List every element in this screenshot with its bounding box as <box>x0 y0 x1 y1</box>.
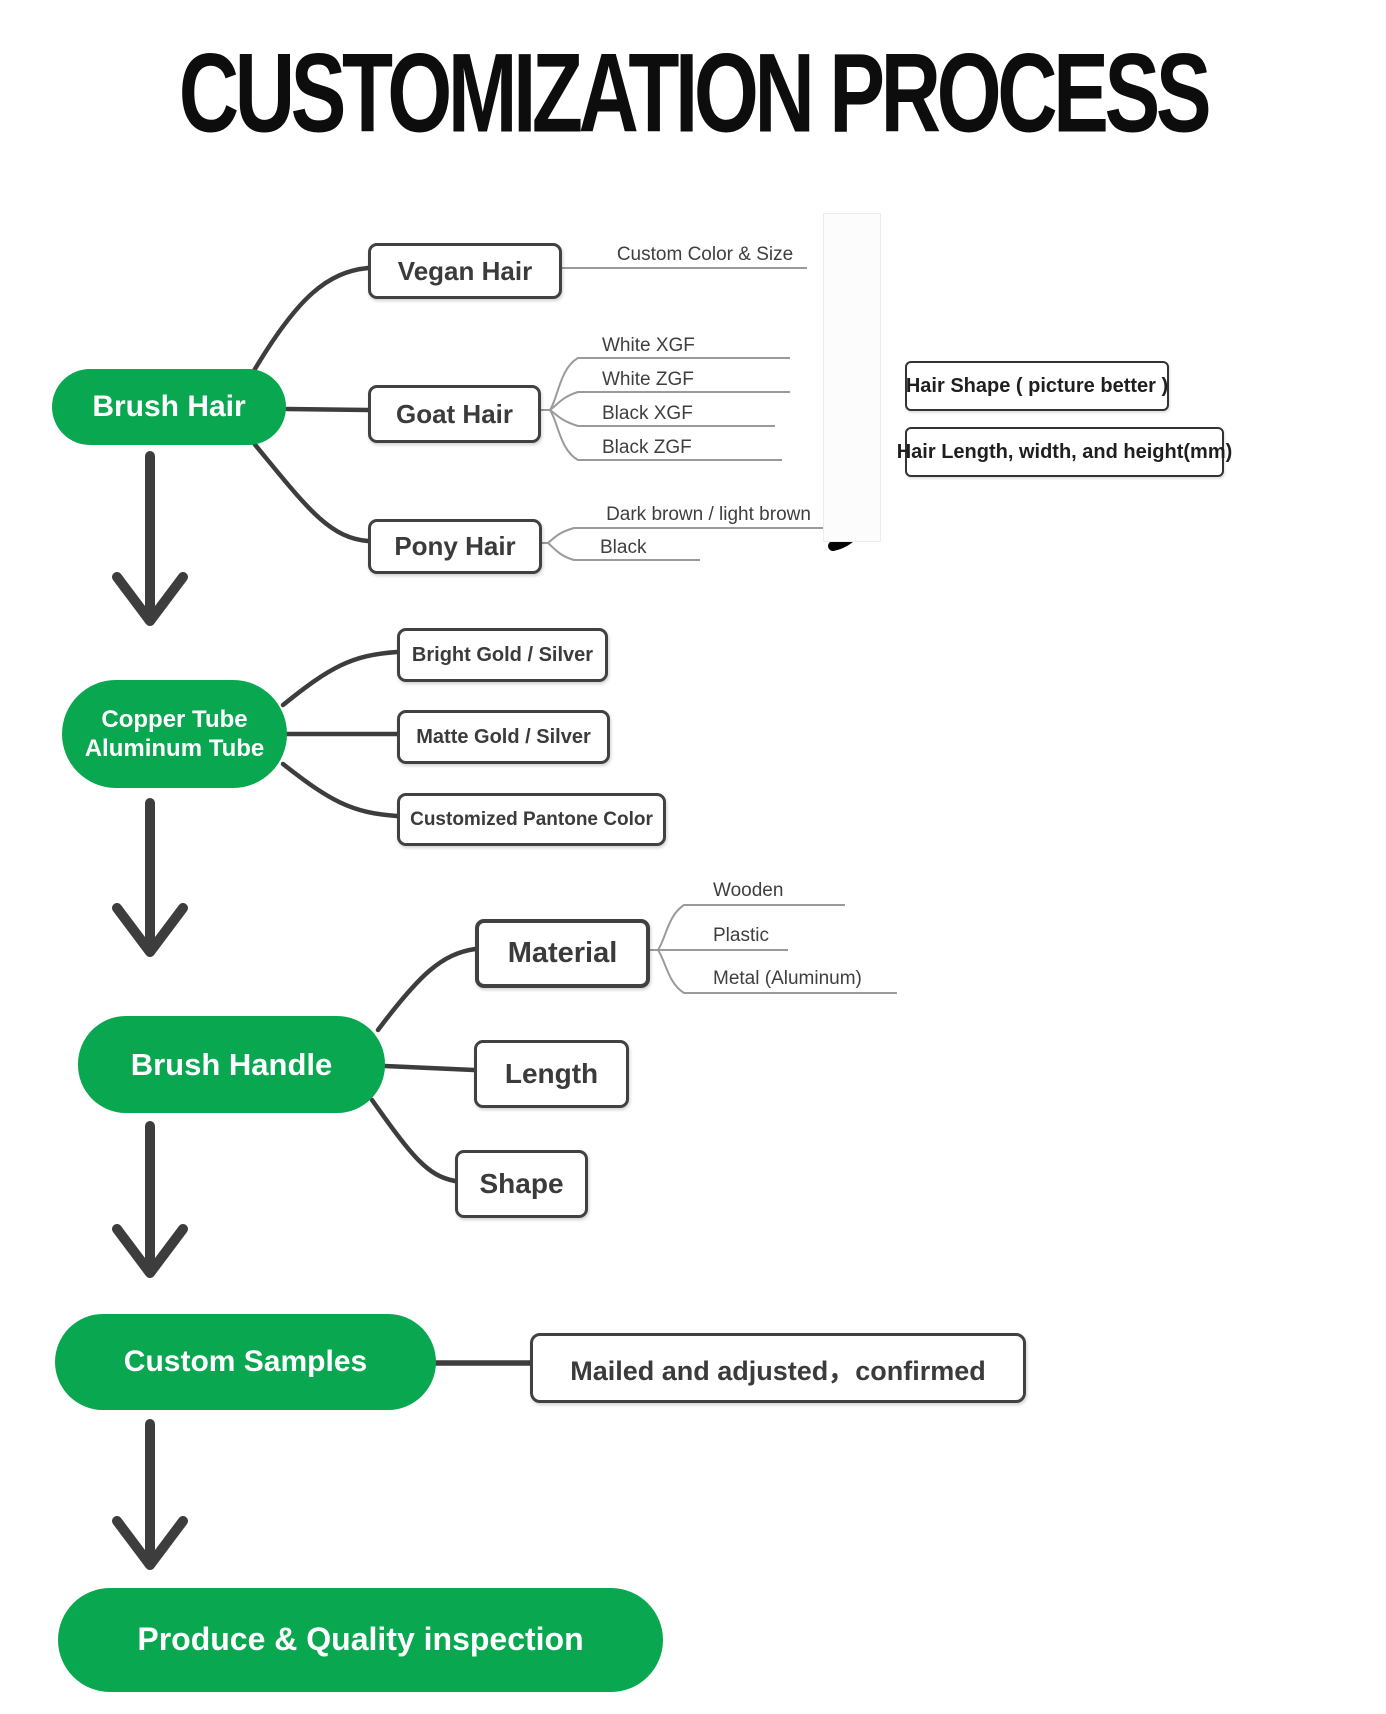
connector-brushhair-goat <box>284 406 371 413</box>
down-arrow-3 <box>112 1121 188 1278</box>
tube-label-line2: Aluminum Tube <box>84 735 265 762</box>
down-arrow-1 <box>112 451 188 626</box>
connector-handle-shape <box>369 1097 458 1184</box>
connector-brushhair-vegan <box>249 265 371 377</box>
branch-goat-3 <box>549 409 775 427</box>
connector-brushhair-pony <box>249 438 371 544</box>
option-metal-aluminum: Metal (Aluminum) <box>713 968 862 989</box>
note-hair-dimensions: Hair Length, width, and height(mm) <box>897 427 1232 477</box>
stage-produce-quality-inspection: Produce & Quality inspection <box>58 1588 663 1692</box>
connector-tube-bright <box>280 649 400 708</box>
branch-goat-1 <box>549 357 790 411</box>
note-hair-shape: Hair Shape ( picture better ) <box>905 361 1169 411</box>
node-material: Material <box>475 919 650 988</box>
stage-copper-aluminum-tube: Copper Tube Aluminum Tube <box>62 680 287 788</box>
branch-material-1 <box>657 904 845 951</box>
bracket-background-band <box>823 213 881 542</box>
option-plastic: Plastic <box>713 925 769 946</box>
branch-pony-1 <box>547 527 855 544</box>
node-shape: Shape <box>455 1150 588 1218</box>
node-mailed-adjusted-confirmed: Mailed and adjusted，confirmed <box>530 1333 1026 1403</box>
node-vegan-hair: Vegan Hair <box>368 243 562 299</box>
stage-custom-samples: Custom Samples <box>55 1314 436 1410</box>
branch-goat-2 <box>549 391 790 411</box>
connector-handle-length <box>382 1063 477 1073</box>
node-bright-gold-silver: Bright Gold / Silver <box>397 628 608 682</box>
option-wooden: Wooden <box>713 880 784 901</box>
option-black-xgf: Black XGF <box>602 403 693 424</box>
option-custom-color-size: Custom Color & Size <box>616 244 794 265</box>
page-title: CUSTOMIZATION PROCESS <box>178 31 1212 157</box>
branch-material-3 <box>657 949 897 994</box>
down-arrow-2 <box>112 798 188 957</box>
node-matte-gold-silver: Matte Gold / Silver <box>397 710 610 764</box>
connector-tube-pantone <box>280 761 400 819</box>
node-length: Length <box>474 1040 629 1108</box>
stage-brush-handle: Brush Handle <box>78 1016 385 1113</box>
tube-label-line1: Copper Tube <box>101 705 248 733</box>
option-black-zgf: Black ZGF <box>602 437 692 458</box>
connector-handle-material <box>375 946 478 1033</box>
node-goat-hair: Goat Hair <box>368 385 541 443</box>
option-black: Black <box>600 537 647 558</box>
option-dark-light-brown: Dark brown / light brown <box>606 504 811 525</box>
node-pantone-color: Customized Pantone Color <box>397 793 666 846</box>
option-white-xgf: White XGF <box>602 335 695 356</box>
option-white-zgf: White ZGF <box>602 369 694 390</box>
node-pony-hair: Pony Hair <box>368 519 542 574</box>
down-arrow-4 <box>112 1419 188 1570</box>
branch-pony-2 <box>547 542 700 561</box>
stage-brush-hair: Brush Hair <box>52 369 286 445</box>
branch-goat-4 <box>549 409 782 461</box>
